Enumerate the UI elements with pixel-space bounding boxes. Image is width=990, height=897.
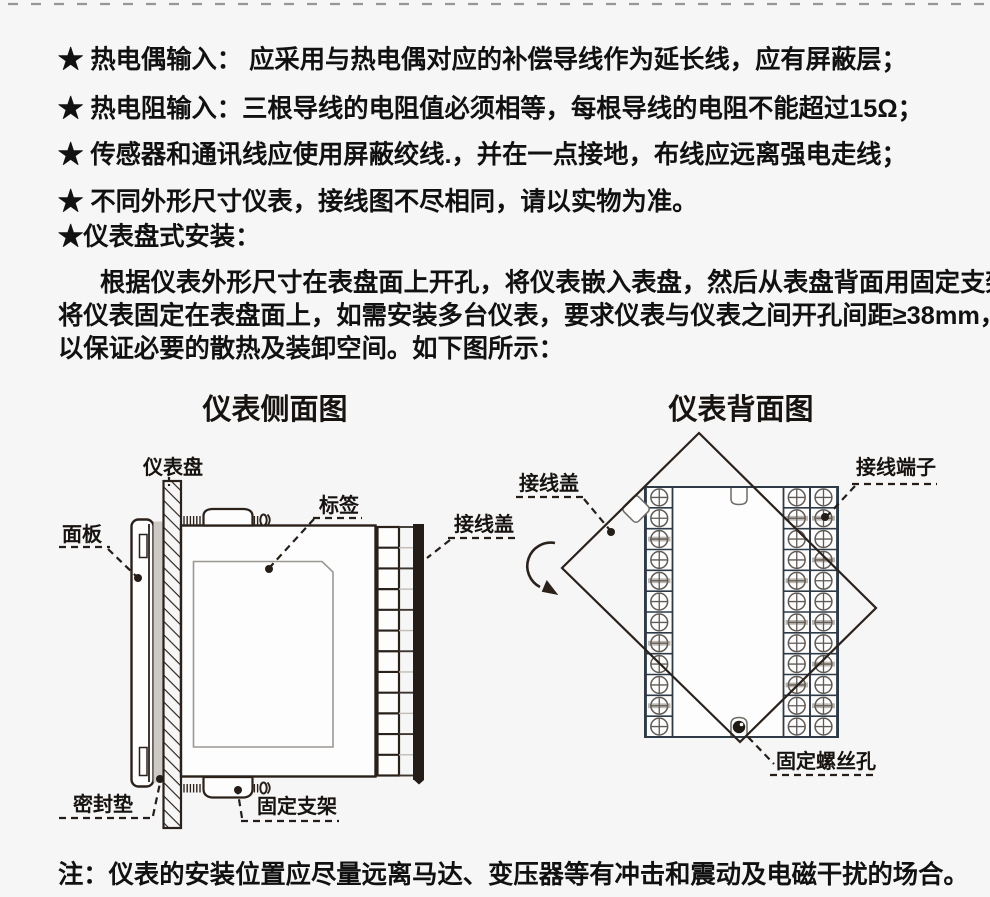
front-panel [130,518,155,788]
label-panel-board: 仪表盘 [142,455,203,479]
terminal-cover-diamond [560,431,878,744]
fixing-screw-glint [739,722,744,727]
dot-bracket [234,786,242,794]
side-view-leaders [59,477,515,823]
bottom-bracket-screw-head [259,781,268,795]
leader-tag [270,518,315,567]
front-panel-clip-bottom [138,746,148,777]
label-tag: 标签 [319,493,360,517]
tag-rect [192,560,334,748]
label-front-panel: 面板 [62,522,103,546]
side-view-dots [134,565,273,794]
rotation-arrow-arc [526,541,556,589]
label-bracket: 固定支架 [257,794,337,818]
bullet-line-3: ★ 传感器和通讯线应使用屏蔽绞线.，并在一点接地，布线应远离强电走线； [58,141,907,169]
leader-terminal-block [827,485,856,516]
fixing-screw [732,720,746,734]
bullet-line-4: ★ 不同外形尺寸仪表，接线图不尽相同，请以实物为准。 [58,188,698,216]
screw-column-2 [809,486,838,738]
bottom-bracket-screw-arc [266,781,271,795]
note-line: 注：仪表的安装位置应尽量远离马达、变压器等有冲击和震动及电磁干扰的场合。 [58,861,969,889]
dot-terminal-block [821,513,829,521]
top-bracket-thread-left [183,516,202,525]
bullet-line-2: ★ 热电阻输入：三根导线的电阻值必须相等，每根导线的电阻不能超过15Ω； [58,95,923,123]
paragraph-line-3: 以保证必要的散热及装卸空间。如下图所示： [58,335,564,363]
top-bracket-screw-head [259,513,268,527]
dot-front-panel [134,574,142,582]
terminal-strip-cells [377,546,399,756]
dot-cover-back [607,528,615,536]
screw-column-0 [645,486,674,738]
dot-gasket [156,775,164,783]
side-view-title: 仪表侧面图 [201,393,347,426]
bottom-bracket-thread-left [183,784,202,793]
bullet-line-1: ★ 热电偶输入： 应采用与热电偶对应的补偿导线作为延长线，应有屏蔽层； [58,46,907,74]
leader-front-panel [107,548,137,577]
label-terminal-block: 接线端子 [856,455,936,479]
back-view-title: 仪表背面图 [667,393,813,426]
bullet-line-5: ★仪表盘式安装： [58,223,261,251]
label-screw-hole: 固定螺丝孔 [776,749,876,773]
top-bracket-dome [202,507,254,527]
leader-bracket [236,792,244,819]
leader-gasket [151,782,162,817]
terminal-cover-bar-tip [414,780,424,785]
side-view-diagram: 仪表侧面图 [59,393,515,830]
label-gasket: 密封垫 [73,792,133,816]
top-bracket-screw-arc [266,513,271,527]
dot-tag [265,565,273,573]
paragraph-line-2: 将仪表固定在表盘面上，如需安装多台仪表，要求仪表与仪表之间开孔间距≥38mm， [58,302,990,330]
back-view-diagram: 仪表背面图 接线盖 接线端子 固定螺丝孔 [516,393,937,777]
bottom-bracket [183,775,271,799]
leader-terminal-cover [426,539,451,559]
top-bracket-thread-right [252,516,262,525]
terminal-strip-ladder [399,526,413,777]
bottom-bracket-dome [202,775,254,799]
bottom-bracket-thread-right [252,784,262,793]
paragraph-line-1: 根据仪表外形尺寸在表盘面上开孔，将仪表嵌入表盘，然后从表盘背面用固定支架 [100,269,990,297]
rotation-arrow-head [541,580,559,595]
terminal-strip [376,524,424,785]
leader-screw-hole [747,736,775,765]
back-view-leaders [516,482,937,777]
gasket [153,521,164,783]
front-panel-clip-top [138,533,148,559]
label-terminal-cover-side: 接线盖 [454,512,514,536]
label-terminal-cover-back: 接线盖 [519,471,579,495]
top-bracket [183,507,271,527]
top-tab [730,488,748,506]
terminal-cover-bar [413,524,424,780]
leader-cover-back [583,498,610,530]
panel-board-wall [162,479,183,830]
back-view-dots [607,513,829,536]
